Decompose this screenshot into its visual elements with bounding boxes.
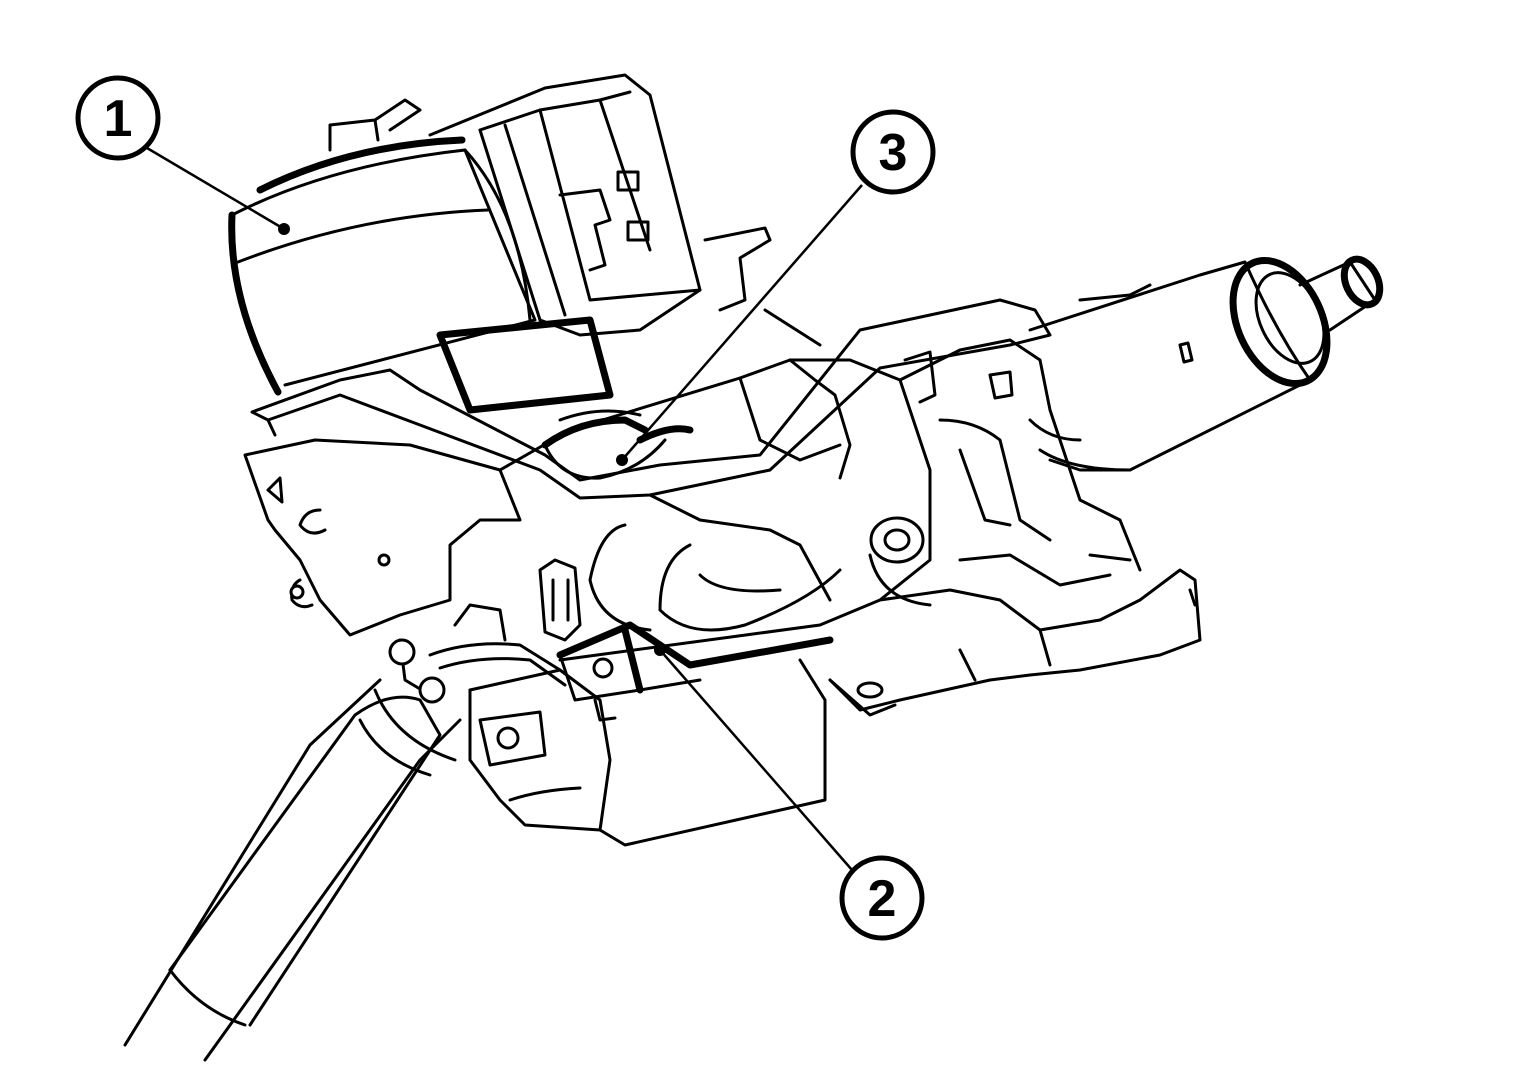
ecu-component-icon — [541, 409, 694, 480]
callout-2: 2 — [654, 644, 925, 941]
steering-column-icon — [243, 338, 1202, 847]
callout-2-label: 2 — [868, 870, 897, 928]
upper-shaft-icon — [1028, 255, 1384, 472]
callout-3-label: 3 — [879, 124, 908, 182]
ecu-connector-icon — [428, 73, 702, 337]
intermediate-shaft-icon — [123, 678, 462, 1062]
motor-icon — [228, 98, 614, 414]
mounting-bracket-icon — [250, 226, 1052, 500]
callout-1: 1 — [75, 75, 290, 235]
callout-1-label: 1 — [104, 90, 133, 148]
callout-3: 3 — [616, 109, 936, 466]
